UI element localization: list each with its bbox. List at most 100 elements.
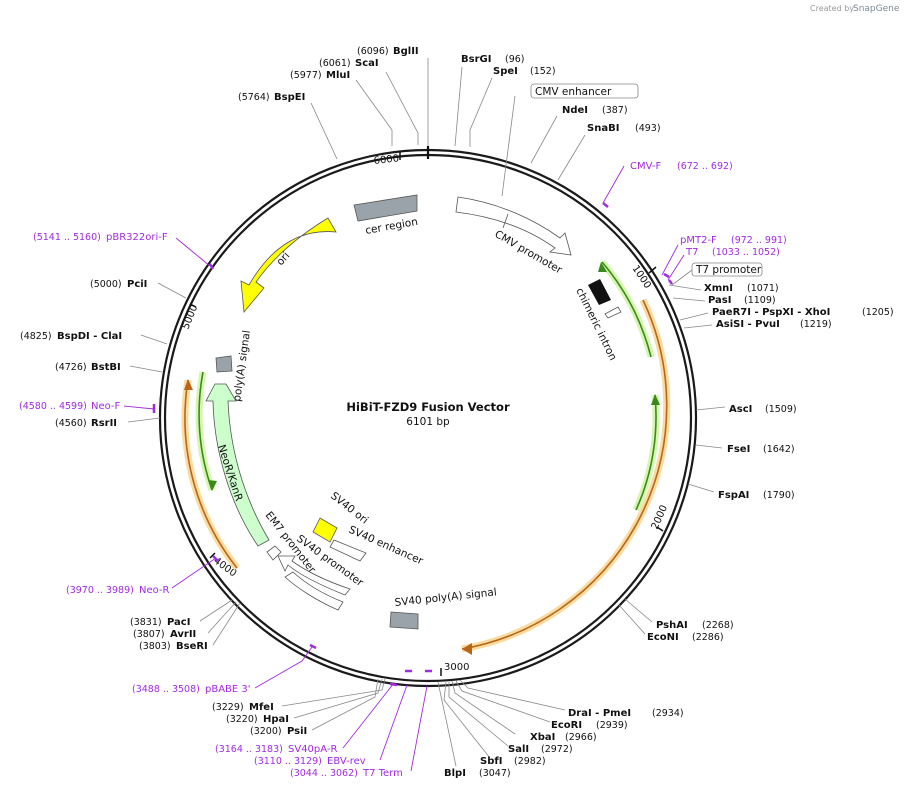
sv40-enhancer-label: SV40 enhancer <box>347 524 426 568</box>
primer-pos-neo-r: (3970 .. 3989) <box>66 585 134 596</box>
site-name-econi[interactable]: EcoNI <box>647 632 679 643</box>
sv40-polya-label: SV40 poly(A) signal <box>394 586 497 609</box>
site-name-fspai[interactable]: FspAI <box>718 490 749 501</box>
site-name-rsrii[interactable]: RsrII <box>91 418 117 429</box>
primer-name-pbabe[interactable]: pBABE 3' <box>205 684 251 695</box>
primer-pos-cmv-f: (672 .. 692) <box>677 161 733 172</box>
tick-4000 <box>209 552 216 559</box>
leader-pvui <box>683 324 713 329</box>
site-name-sali[interactable]: SalI <box>508 744 529 755</box>
leader-xbai <box>451 680 516 735</box>
sv40-enhancer-feature[interactable] <box>329 539 367 562</box>
site-name-paci[interactable]: PacI <box>167 617 190 628</box>
cer-region-feature[interactable] <box>353 194 418 222</box>
site-pos-pshai: (2268) <box>702 620 734 631</box>
site-name-snabi[interactable]: SnaBI <box>587 123 619 134</box>
site-name-ecori[interactable]: EcoRI <box>551 720 582 731</box>
site-name-bsrgi[interactable]: BsrGI <box>461 54 491 65</box>
polya-signal-feature[interactable] <box>215 355 233 373</box>
chimeric-intron-bar <box>588 279 611 305</box>
site-pos-asci: (1509) <box>765 404 797 415</box>
leader-drai <box>459 679 566 711</box>
site-pos-sbfi: (2982) <box>514 756 546 767</box>
sv40-promoter-feature[interactable] <box>277 555 351 611</box>
mark-pbabe <box>309 643 317 650</box>
neo-kan-resistance-feature[interactable] <box>205 383 270 547</box>
site-pos-pasi: (1109) <box>744 295 776 306</box>
primer-name-sv40pa-r[interactable]: SV40pA-R <box>288 744 337 755</box>
leader-bsrgi <box>454 66 463 147</box>
primer-name-pmt2-f[interactable]: pMT2-F <box>680 235 717 246</box>
tick-5000 <box>189 303 197 308</box>
leader-mfei <box>281 678 386 707</box>
site-pos-hpai: (3220) <box>226 714 258 725</box>
credit-brand: SnapGene <box>853 4 900 14</box>
mark-pmt2-f <box>663 272 670 279</box>
site-name-pasi[interactable]: PasI <box>708 295 731 306</box>
leader-t7 <box>667 254 685 281</box>
cmv-enhancer-label: CMV enhancer <box>535 86 612 98</box>
primer-name-t7-term[interactable]: T7 Term <box>362 768 403 779</box>
primer-name-t7[interactable]: T7 <box>685 247 698 258</box>
site-name-ndei[interactable]: NdeI <box>562 105 588 116</box>
site-name-asci[interactable]: AscI <box>729 404 752 415</box>
site-pos-fspai: (1790) <box>763 490 795 501</box>
site-name-scai[interactable]: ScaI <box>355 58 379 69</box>
site-name-bglii[interactable]: BglII <box>393 46 419 57</box>
orf-large-arrowhead <box>462 643 472 655</box>
site-name-mlui[interactable]: MluI <box>326 70 350 81</box>
orf-left-green-arrowhead <box>208 480 217 491</box>
t7-promoter-label: T7 promoter <box>695 264 762 276</box>
leader-paci <box>199 599 233 622</box>
primer-name-pbr322ori-f[interactable]: pBR322ori-F <box>106 232 168 243</box>
chimeric-intron-arrow[interactable] <box>604 306 622 319</box>
site-name-sbfi[interactable]: SbfI <box>480 756 502 767</box>
neo-kan-resistance-label: NeoR/KanR <box>215 443 245 503</box>
ori-feature[interactable] <box>240 217 337 313</box>
site-name-bseri[interactable]: BseRI <box>176 641 208 652</box>
primer-name-cmv-f[interactable]: CMV-F <box>630 161 661 172</box>
tick-2000 <box>656 526 664 532</box>
cmv-promoter-feature[interactable] <box>455 196 572 256</box>
primer-pos-t7: (1033 .. 1052) <box>712 247 780 258</box>
cmv-promoter-divider <box>502 213 509 229</box>
mark-t7 <box>668 279 673 285</box>
tick-label-3000: 3000 <box>444 662 469 673</box>
site-name-hpai[interactable]: HpaI <box>263 714 289 725</box>
site-pos-scai: (6061) <box>319 58 351 69</box>
site-name-avrii[interactable]: AvrII <box>170 629 196 640</box>
site-name-xmni[interactable]: XmnI <box>704 283 733 294</box>
site-name-psii[interactable]: PsiI <box>287 726 307 737</box>
site-name-clai[interactable]: BspDI - ClaI <box>57 331 122 342</box>
primer-name-neo-r[interactable]: Neo-R <box>139 585 170 596</box>
sv40-ori-feature[interactable] <box>312 517 338 543</box>
site-name-bstbi[interactable]: BstBI <box>91 362 121 373</box>
site-name-mfei[interactable]: MfeI <box>249 702 274 713</box>
sv40-polya-feature[interactable] <box>389 611 419 630</box>
mark-sv40pa-r <box>389 682 398 687</box>
primer-name-ebv-rev[interactable]: EBV-rev <box>327 756 366 767</box>
primer-pos-ebv-rev: (3110 .. 3129) <box>254 756 322 767</box>
primer-pos-pmt2-f: (972 .. 991) <box>731 235 787 246</box>
leader-blpi <box>437 681 457 767</box>
site-name-xhoi[interactable]: PaeR7I - PspXI - XhoI <box>712 307 830 318</box>
orf-green-top-line <box>601 261 652 358</box>
leader-bseri <box>212 602 241 646</box>
leader-cmv-f <box>602 165 625 204</box>
site-name-blpi[interactable]: BlpI <box>444 768 466 779</box>
em7-promoter-feature[interactable] <box>266 545 282 561</box>
site-pos-blpi: (3047) <box>479 768 511 779</box>
leader-pasi <box>672 297 706 302</box>
primer-pos-pbr322ori-f: (5141 .. 5160) <box>33 232 101 243</box>
site-name-bspei[interactable]: BspEI <box>274 92 305 103</box>
mark-neo-r <box>212 555 219 562</box>
site-name-pvui[interactable]: AsiSI - PvuI <box>716 319 780 330</box>
primer-pos-sv40pa-r: (3164 .. 3183) <box>215 744 283 755</box>
site-name-xbai[interactable]: XbaI <box>530 732 555 743</box>
site-name-fsei[interactable]: FseI <box>727 444 750 455</box>
site-name-drai[interactable]: DraI - PmeI <box>568 708 631 719</box>
site-name-pshai[interactable]: PshAI <box>656 620 688 631</box>
site-name-spei[interactable]: SpeI <box>493 66 518 77</box>
site-name-pcii[interactable]: PciI <box>127 279 147 290</box>
primer-name-neo-f[interactable]: Neo-F <box>91 401 121 412</box>
